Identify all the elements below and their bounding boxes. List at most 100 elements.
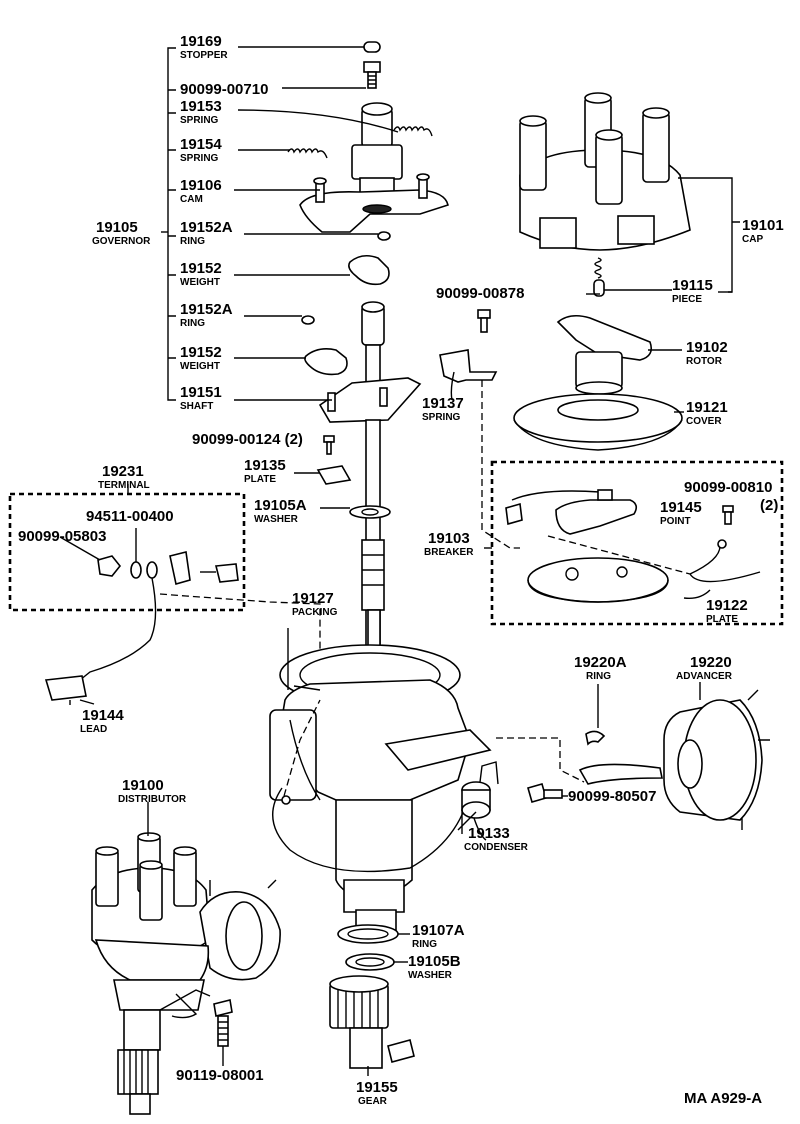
label-19115: 19115 PIECE bbox=[672, 277, 713, 305]
spring-19154-part bbox=[287, 148, 328, 159]
part-number: 19154 bbox=[180, 136, 222, 153]
label-19137: 19137 SPRING bbox=[422, 395, 464, 423]
part-number: 19105B bbox=[408, 953, 461, 970]
part-number: 90099-05803 bbox=[18, 528, 106, 545]
part-number: 19103 bbox=[428, 530, 470, 547]
part-number: 19231 bbox=[102, 463, 144, 480]
label-19103: 19103 BREAKER bbox=[424, 530, 474, 558]
part-number: 19135 bbox=[244, 457, 286, 474]
ring-part bbox=[377, 231, 391, 241]
part-number: 19152 bbox=[180, 260, 222, 277]
part-name: ROTOR bbox=[686, 356, 723, 367]
part-name: PACKING bbox=[292, 607, 338, 618]
part-number: 19220 bbox=[690, 654, 732, 671]
part-name: SHAFT bbox=[180, 401, 213, 412]
part-number: 19153 bbox=[180, 98, 222, 115]
label-90099-00124: 90099-00124 (2) bbox=[192, 431, 303, 448]
part-number: 19122 bbox=[706, 597, 748, 614]
label-19101: 19101 CAP bbox=[742, 217, 784, 245]
spring-19137-part bbox=[439, 349, 498, 401]
part-number: 19105 bbox=[96, 219, 138, 236]
label-90099-00710: 90099-00710 bbox=[180, 81, 268, 98]
part-number: 90099-00124 (2) bbox=[192, 431, 303, 448]
part-name: RING bbox=[180, 318, 205, 329]
washer-part bbox=[349, 505, 391, 519]
label-19220: 19220 ADVANCER bbox=[676, 654, 733, 682]
label-19152A-1: 19152A RING bbox=[180, 219, 233, 247]
ring-19220A-part bbox=[585, 730, 606, 746]
part-number: 19107A bbox=[412, 922, 465, 939]
part-number: 94511-00400 bbox=[86, 508, 174, 525]
label-94511-00400: 94511-00400 bbox=[86, 508, 174, 525]
screw-part bbox=[363, 61, 381, 89]
stopper-part bbox=[363, 41, 381, 53]
part-name: CAM bbox=[180, 194, 203, 205]
part-qty: (2) bbox=[760, 497, 778, 514]
part-number: 19101 bbox=[742, 217, 784, 234]
label-19145: 19145 POINT bbox=[660, 499, 702, 527]
label-19105: 19105 GOVERNOR bbox=[92, 219, 151, 247]
part-number: 19115 bbox=[672, 277, 713, 294]
part-number: 19169 bbox=[180, 33, 222, 50]
terminal-group bbox=[44, 528, 321, 705]
governor-group bbox=[161, 41, 449, 656]
part-name: COVER bbox=[686, 416, 722, 427]
part-number: 19100 bbox=[122, 777, 164, 794]
assembled-distributor bbox=[91, 802, 281, 1115]
part-name: RING bbox=[412, 939, 437, 950]
part-name: SPRING bbox=[180, 115, 219, 126]
label-19169: 19169 STOPPER bbox=[180, 33, 228, 61]
part-name: GEAR bbox=[358, 1096, 388, 1107]
part-number: 90099-00878 bbox=[436, 285, 524, 302]
label-19220A: 19220A RING bbox=[574, 654, 627, 682]
part-name: SPRING bbox=[180, 153, 219, 164]
gear-part bbox=[329, 975, 415, 1076]
label-19100: 19100 DISTRIBUTOR bbox=[118, 777, 187, 805]
part-number: 19144 bbox=[82, 707, 124, 724]
part-name: SPRING bbox=[422, 412, 461, 423]
breaker-group-box bbox=[490, 460, 784, 626]
part-number: 19152A bbox=[180, 219, 233, 236]
part-number: 90119-08001 bbox=[176, 1067, 264, 1084]
label-19102: 19102 ROTOR bbox=[686, 339, 728, 367]
label-19133: 19133 CONDENSER bbox=[464, 825, 529, 853]
part-name: WEIGHT bbox=[180, 361, 220, 372]
bolt-08001-part bbox=[213, 999, 233, 1066]
part-number: 19152 bbox=[180, 344, 222, 361]
label-19144: 19144 LEAD bbox=[80, 707, 124, 735]
ring-19107A-part bbox=[337, 924, 399, 944]
part-number: 19133 bbox=[468, 825, 510, 842]
terminal-group-box bbox=[8, 492, 246, 612]
part-name: TERMINAL bbox=[98, 480, 150, 491]
label-19121: 19121 COVER bbox=[686, 399, 728, 427]
part-number: 19137 bbox=[422, 395, 464, 412]
screw-00878-part bbox=[477, 309, 491, 333]
part-number: 90099-00810 bbox=[684, 479, 772, 496]
label-19153: 19153 SPRING bbox=[180, 98, 222, 126]
screw-80507-part bbox=[527, 783, 563, 803]
part-number: 19145 bbox=[660, 499, 702, 516]
condenser-part bbox=[461, 761, 499, 819]
figure-code: MA A929-A bbox=[684, 1090, 762, 1107]
part-name: BREAKER bbox=[424, 547, 474, 558]
cap-group bbox=[519, 92, 740, 297]
label-90119-08001: 90119-08001 bbox=[176, 1067, 264, 1084]
part-name: WEIGHT bbox=[180, 277, 220, 288]
label-19152-2: 19152 WEIGHT bbox=[180, 344, 222, 372]
label-90099-80507: 90099-80507 bbox=[568, 788, 656, 805]
label-90099-00878: 90099-00878 bbox=[436, 285, 524, 302]
label-19135: 19135 PLATE bbox=[244, 457, 286, 485]
part-number: 19152A bbox=[180, 301, 233, 318]
label-19105B: 19105B WASHER bbox=[408, 953, 461, 981]
breaker-group bbox=[505, 489, 761, 603]
cover-part bbox=[513, 393, 684, 451]
label-90099-05803: 90099-05803 bbox=[18, 528, 106, 545]
label-19152-1: 19152 WEIGHT bbox=[180, 260, 222, 288]
part-name: CAP bbox=[742, 234, 763, 245]
label-19106: 19106 CAM bbox=[180, 177, 222, 205]
part-name: PIECE bbox=[672, 294, 702, 305]
label-19122: 19122 PLATE bbox=[706, 597, 748, 625]
distributor-housing bbox=[269, 644, 492, 931]
cam-assembly bbox=[299, 102, 449, 233]
label-19231: 19231 TERMINAL bbox=[98, 463, 150, 491]
